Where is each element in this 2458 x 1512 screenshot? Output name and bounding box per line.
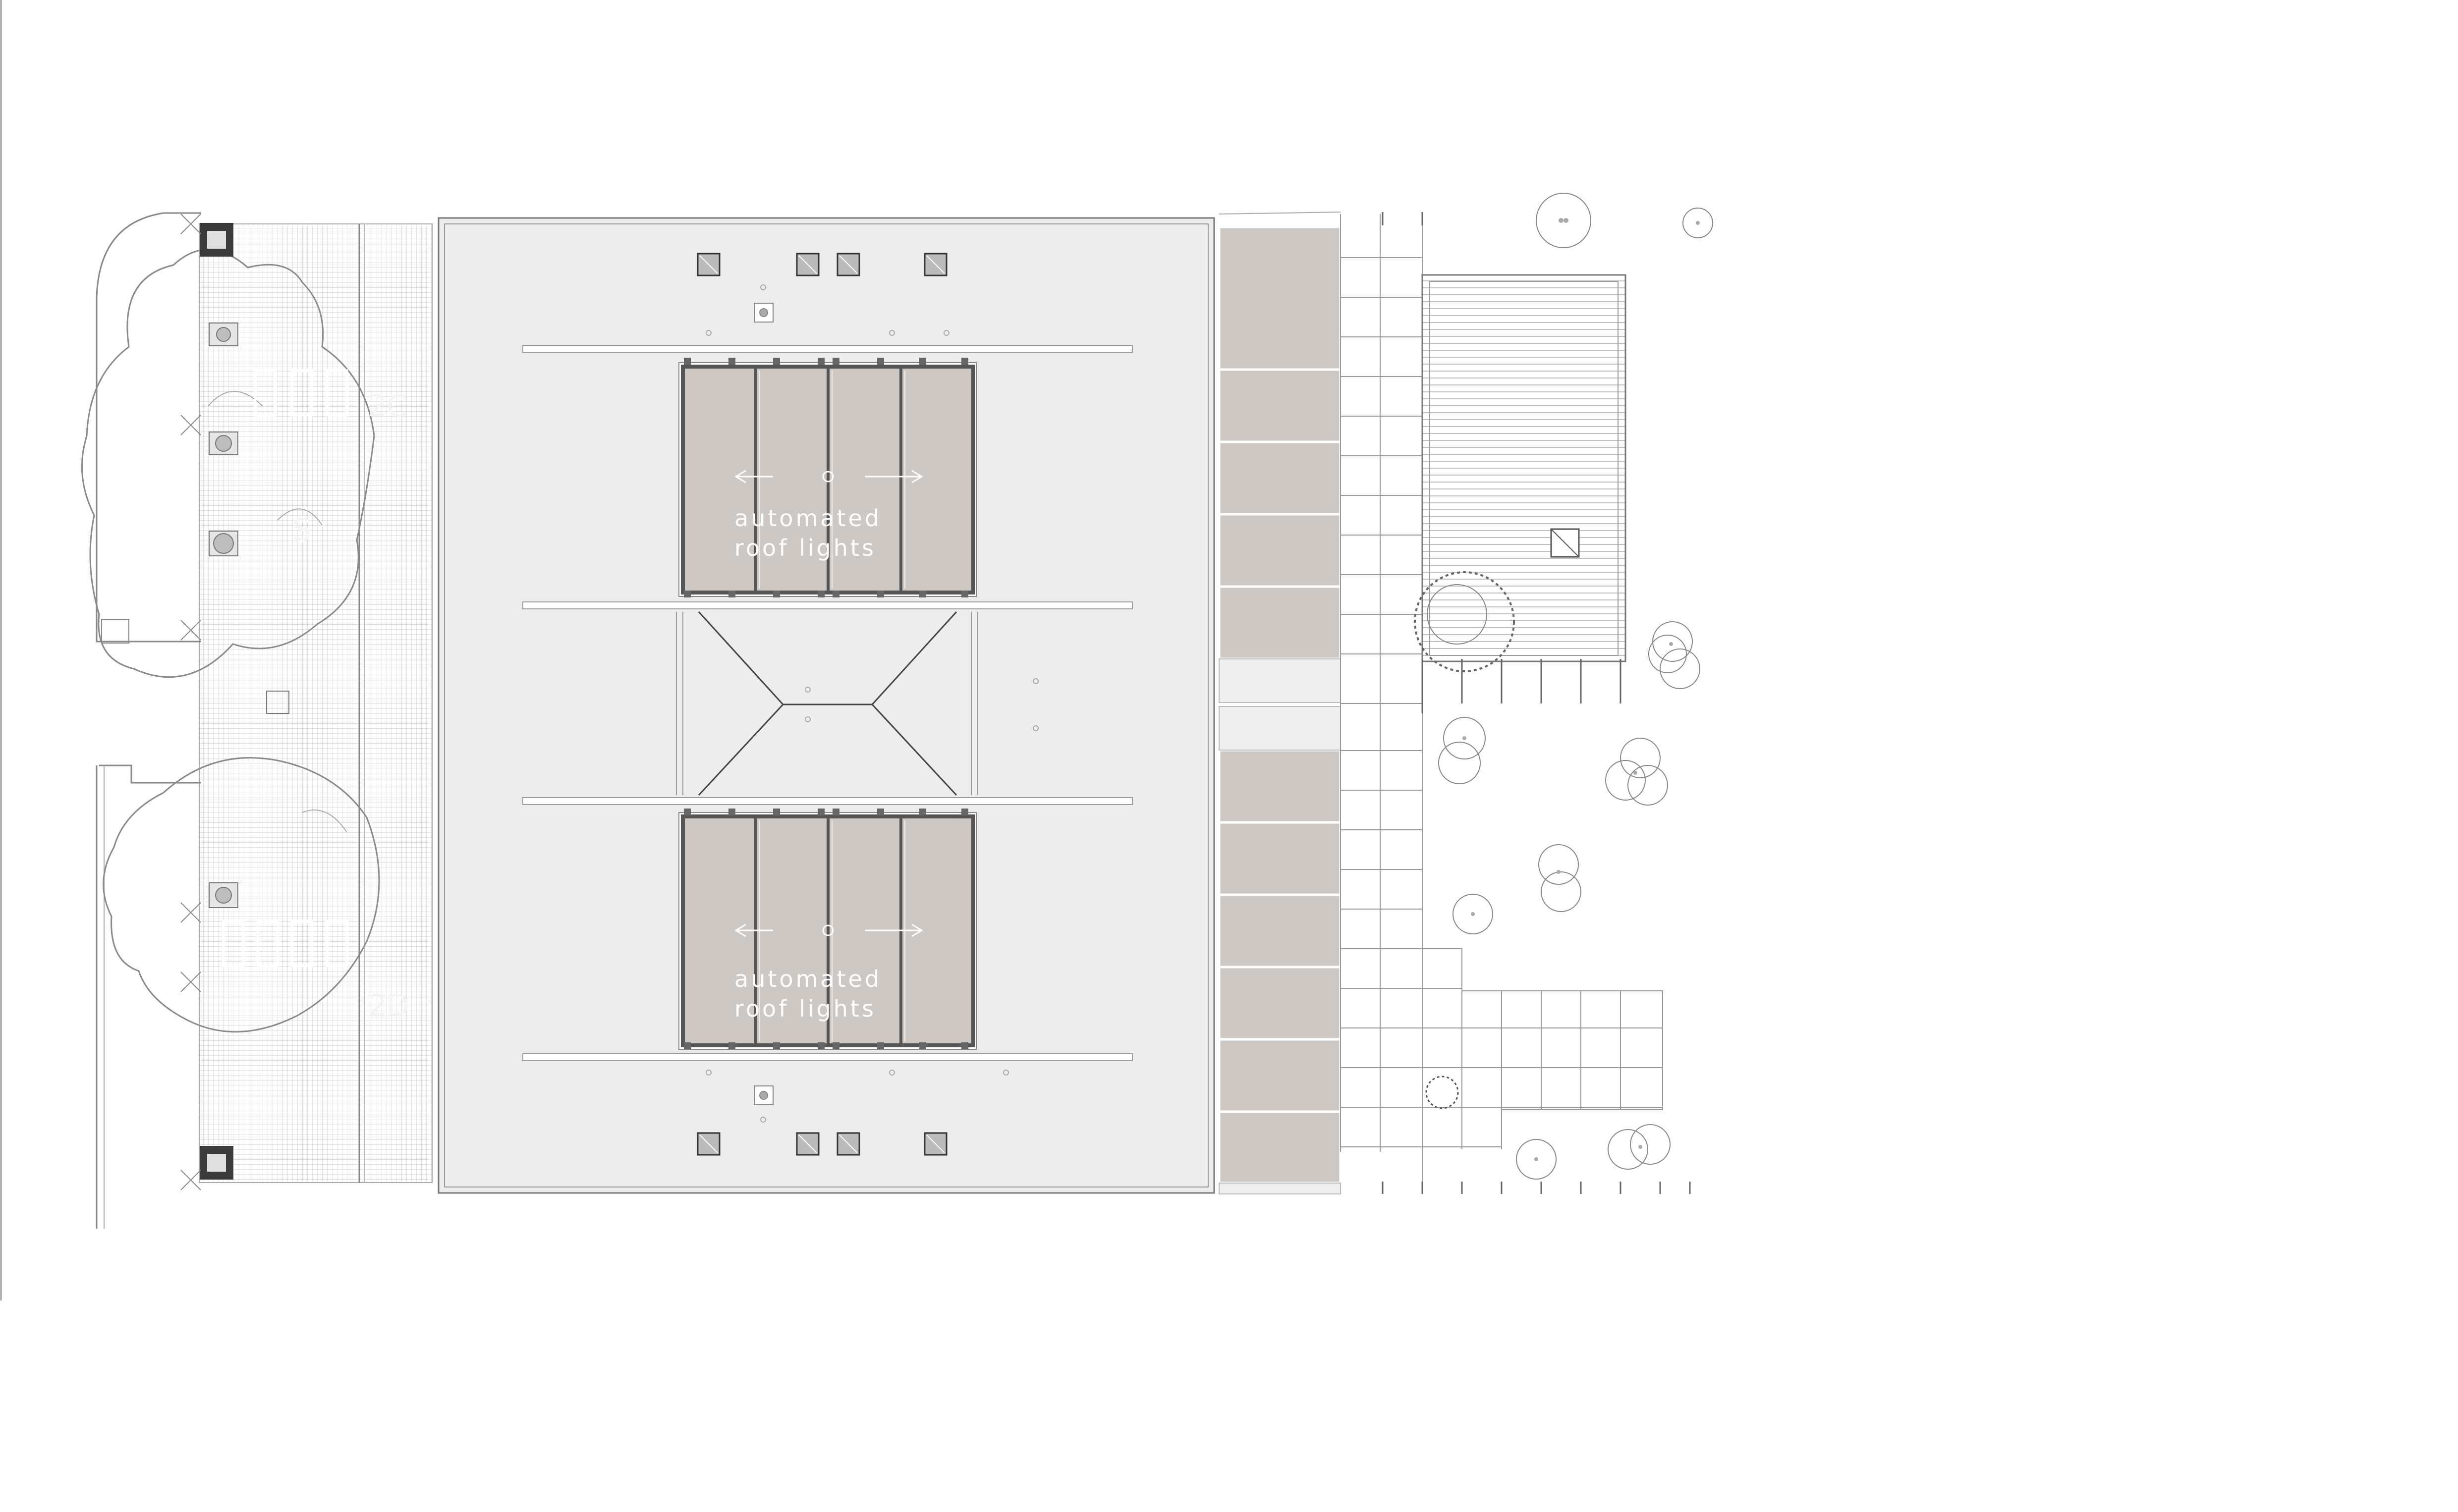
- room-tag-2c: 2C: [368, 389, 407, 424]
- main-roof: automated roof lights: [438, 217, 1215, 1194]
- room-tag-2d: 2D: [368, 988, 409, 1023]
- roof-access-hatch-bottom: [200, 1146, 233, 1180]
- tree-canopy-bottom: [103, 757, 380, 1033]
- roof-access-hatch-top: [200, 223, 233, 257]
- roof-outlets-left: [209, 323, 238, 908]
- trees: [1414, 193, 1713, 1180]
- left-landscape: 2C 2D S: [81, 212, 433, 1229]
- right-landscape: [1340, 193, 1713, 1194]
- tree-canopy-top: [81, 249, 375, 678]
- skylight-top-label-line1: automated: [734, 505, 882, 532]
- skylight-bottom-label-line1: automated: [734, 966, 882, 992]
- skylight-top-label-line2: roof lights: [734, 535, 876, 561]
- timber-deck: [1421, 274, 1626, 662]
- parking-bays: [1218, 212, 1342, 1194]
- grid-paving: [199, 223, 433, 1183]
- hip-roof-lines: [698, 611, 957, 796]
- room-tag-s: S: [292, 513, 311, 547]
- skylight-bottom-label-line2: roof lights: [734, 995, 876, 1022]
- skylight-bottom: automated roof lights: [678, 809, 977, 1050]
- skylight-top: automated roof lights: [678, 358, 977, 597]
